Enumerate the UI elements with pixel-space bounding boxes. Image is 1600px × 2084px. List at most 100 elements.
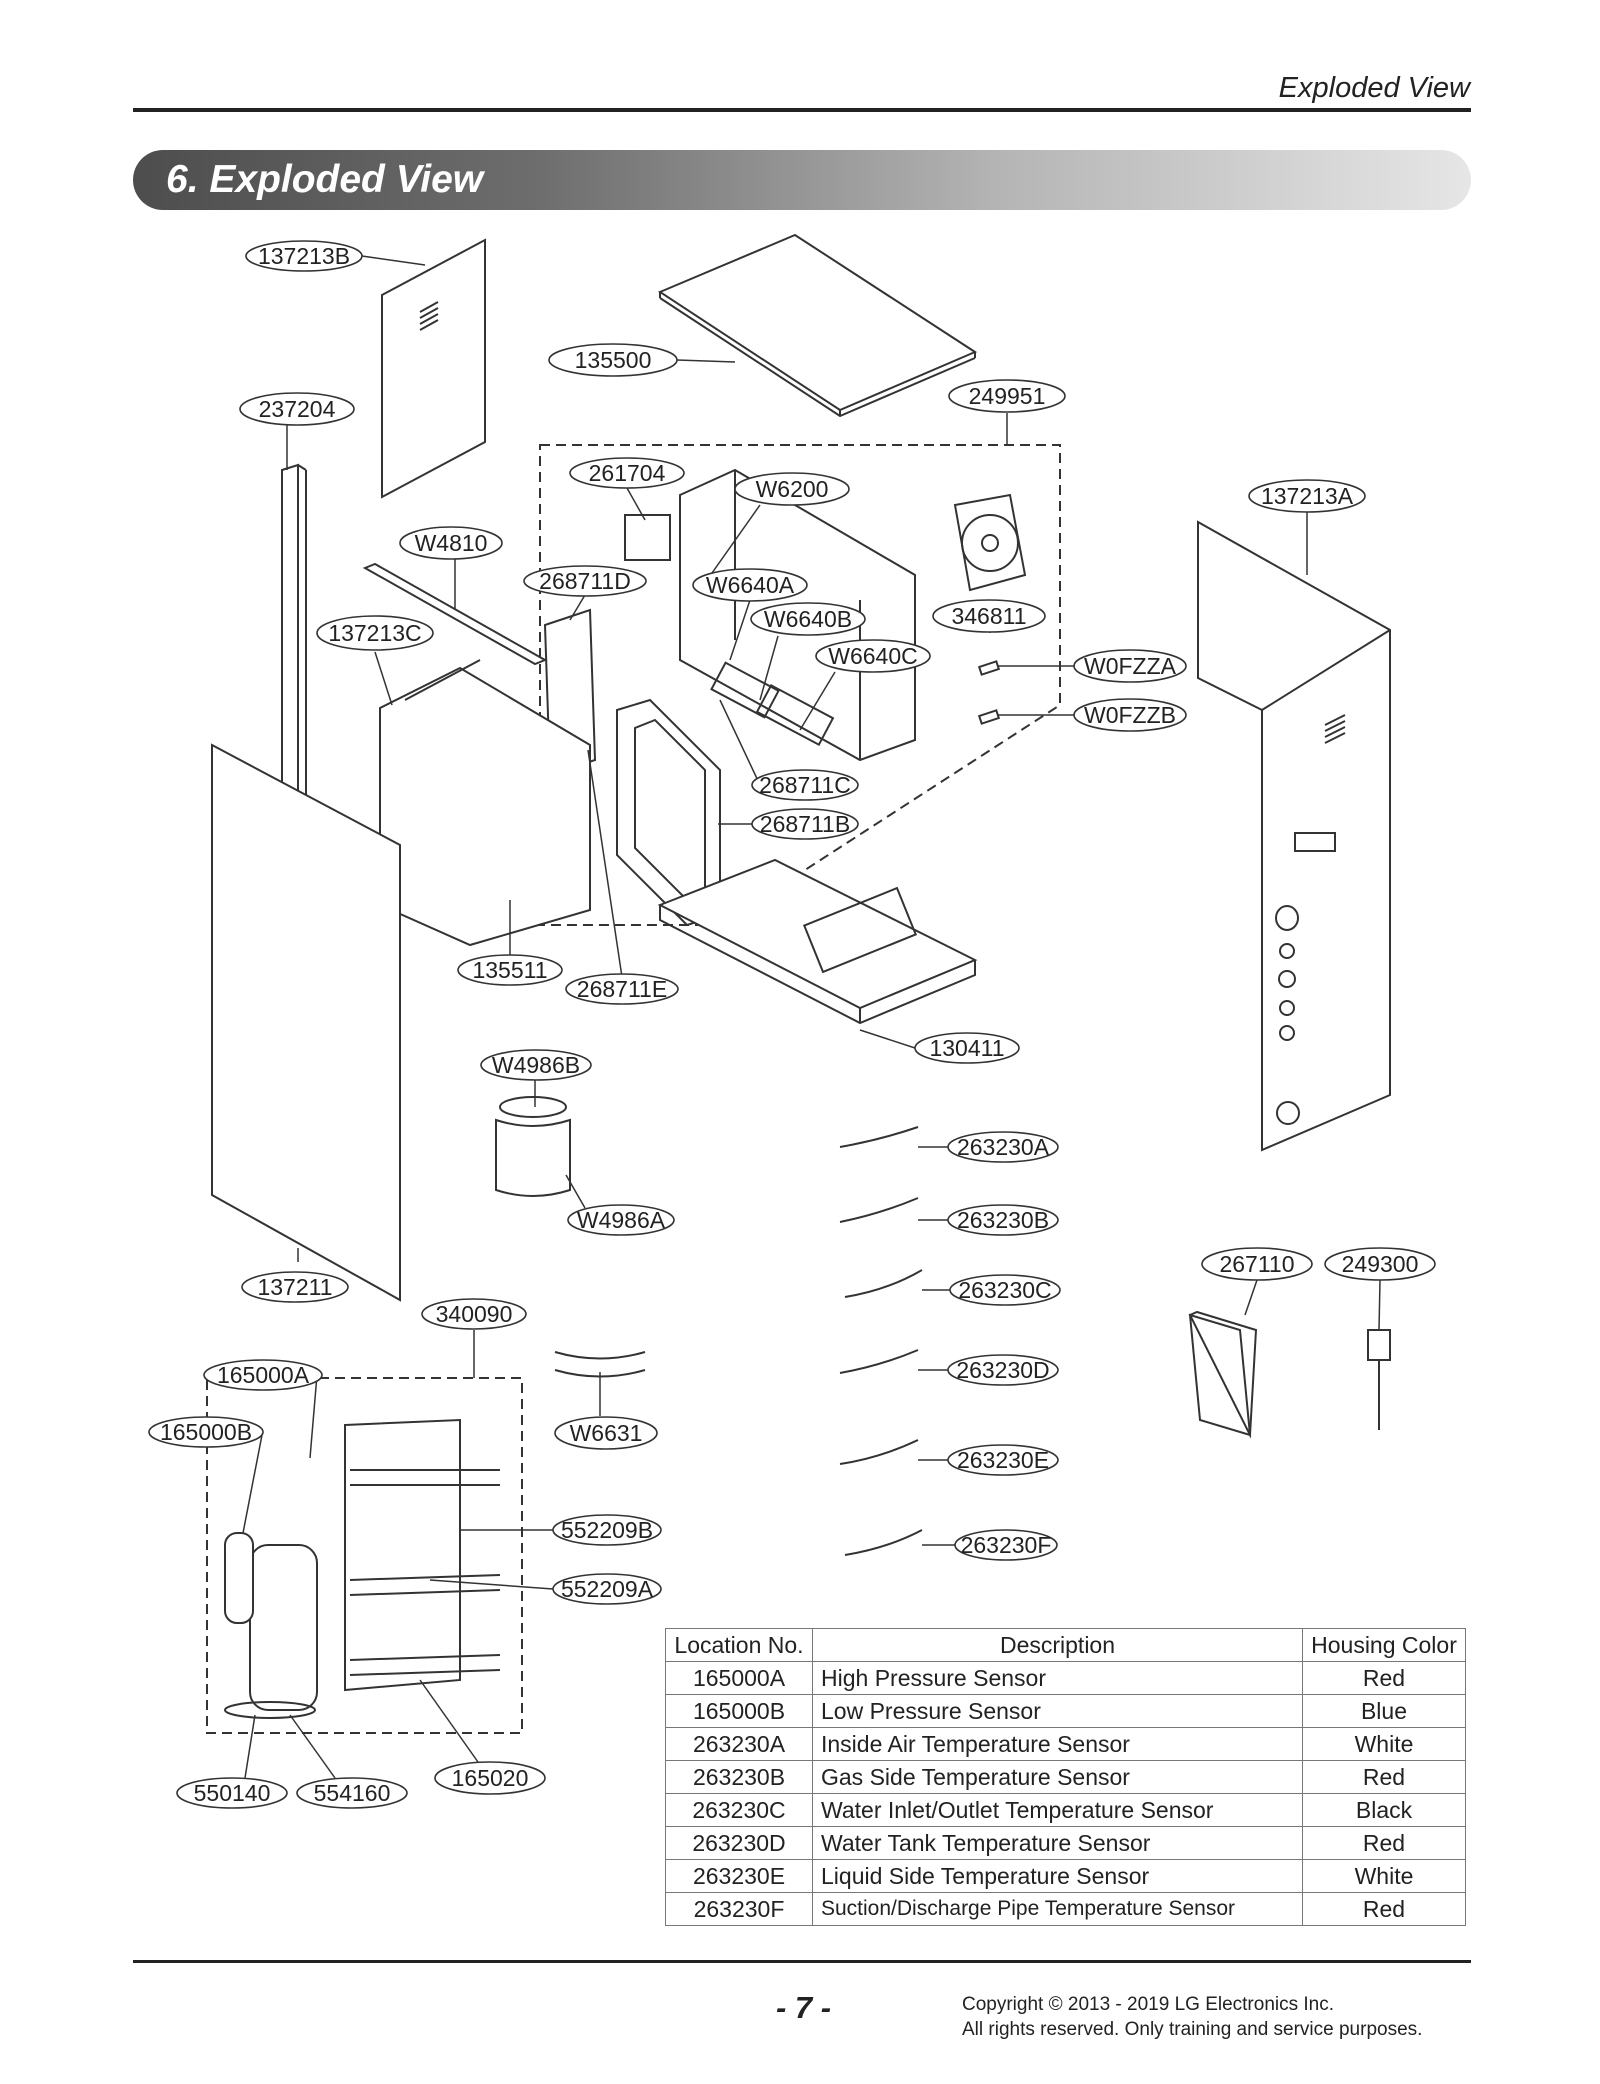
compressor-assembly xyxy=(224,1418,501,1719)
callout-135511: 135511 xyxy=(457,954,563,986)
location-cell: 263230A xyxy=(665,1727,813,1761)
color-cell: Red xyxy=(1302,1826,1466,1860)
location-cell: 263230E xyxy=(665,1859,813,1893)
top-cover-135500 xyxy=(657,233,978,412)
callout-263230B: 263230B xyxy=(947,1204,1059,1236)
callout-261704: 261704 xyxy=(569,457,685,489)
sensor-263230B xyxy=(839,1197,919,1223)
svg-text:137213C: 137213C xyxy=(328,620,421,646)
callout-263230E: 263230E xyxy=(947,1444,1059,1476)
description-cell: Inside Air Temperature Sensor xyxy=(812,1727,1303,1761)
svg-text:249951: 249951 xyxy=(969,383,1046,409)
copyright-notice: Copyright © 2013 - 2019 LG Electronics I… xyxy=(962,1992,1422,2042)
sensor-249300 xyxy=(1367,1329,1391,1430)
front-panel-137211 xyxy=(211,743,401,1302)
sensor-263230A xyxy=(839,1126,919,1148)
copyright-line-1: Copyright © 2013 - 2019 LG Electronics I… xyxy=(962,1994,1335,2015)
callout-137213A: 137213A xyxy=(1248,479,1366,513)
reactor-W4986 xyxy=(495,1096,571,1197)
sensor-housing-table: Location No. Description Housing Color 1… xyxy=(665,1628,1466,1926)
callout-W4986A: W4986A xyxy=(567,1204,675,1236)
svg-text:267110: 267110 xyxy=(1219,1251,1294,1277)
svg-text:W6640B: W6640B xyxy=(764,606,852,632)
transformer-261704 xyxy=(624,514,671,561)
svg-text:550140: 550140 xyxy=(194,1780,271,1806)
callout-165000A: 165000A xyxy=(203,1359,323,1391)
svg-text:249300: 249300 xyxy=(1342,1251,1419,1277)
sensor-263230D xyxy=(839,1349,919,1374)
callout-W6631: W6631 xyxy=(554,1416,658,1450)
sensor-263230E xyxy=(839,1439,919,1465)
bracket-W4810 xyxy=(362,562,548,666)
svg-text:263230E: 263230E xyxy=(957,1447,1049,1473)
svg-text:346811: 346811 xyxy=(951,603,1026,629)
section-title: 6. Exploded View xyxy=(166,158,484,201)
description-cell: Water Tank Temperature Sensor xyxy=(812,1826,1303,1860)
callout-552209A: 552209A xyxy=(552,1573,662,1605)
description-cell: Suction/Discharge Pipe Temperature Senso… xyxy=(812,1892,1303,1926)
callout-W6200: W6200 xyxy=(734,472,850,506)
sensor-263230C xyxy=(844,1269,923,1298)
callout-268711C: 268711C xyxy=(751,769,859,801)
svg-text:130411: 130411 xyxy=(929,1035,1004,1061)
callout-552209B: 552209B xyxy=(552,1514,662,1546)
callout-263230F: 263230F xyxy=(954,1529,1058,1561)
location-cell: 263230C xyxy=(665,1793,813,1827)
svg-text:165020: 165020 xyxy=(452,1765,529,1791)
svg-text:263230D: 263230D xyxy=(956,1357,1049,1383)
callout-346811: 346811 xyxy=(932,599,1046,633)
svg-text:261704: 261704 xyxy=(589,460,666,486)
svg-text:268711D: 268711D xyxy=(539,568,631,594)
callout-137213C: 137213C xyxy=(316,615,434,651)
callout-165000B: 165000B xyxy=(148,1416,264,1448)
page-number: - 7 - xyxy=(776,1990,832,2025)
svg-text:340090: 340090 xyxy=(436,1301,513,1327)
color-cell: Red xyxy=(1302,1760,1466,1794)
svg-text:W6631: W6631 xyxy=(570,1420,643,1446)
svg-text:268711C: 268711C xyxy=(759,772,851,798)
svg-text:263230C: 263230C xyxy=(958,1277,1051,1303)
callout-268711B: 268711B xyxy=(751,808,859,840)
location-cell: 165000B xyxy=(665,1694,813,1728)
svg-text:554160: 554160 xyxy=(314,1780,391,1806)
svg-text:137213A: 137213A xyxy=(1261,483,1354,509)
color-cell: Red xyxy=(1302,1892,1466,1926)
svg-text:W6640A: W6640A xyxy=(706,572,795,598)
color-cell: Black xyxy=(1302,1793,1466,1827)
svg-text:137213B: 137213B xyxy=(258,243,350,269)
callout-135500: 135500 xyxy=(548,343,678,377)
column-header-description: Description xyxy=(812,1628,1303,1662)
location-cell: 263230F xyxy=(665,1892,813,1926)
callout-554160: 554160 xyxy=(296,1777,408,1809)
callout-263230D: 263230D xyxy=(947,1354,1059,1386)
callout-W6640C: W6640C xyxy=(815,639,931,673)
footer-rule xyxy=(133,1960,1471,1963)
section-banner: 6. Exploded View xyxy=(133,150,1471,210)
svg-text:W6200: W6200 xyxy=(756,476,829,502)
color-cell: Red xyxy=(1302,1661,1466,1695)
callout-268711E: 268711E xyxy=(565,973,679,1005)
callout-263230C: 263230C xyxy=(949,1274,1061,1306)
location-cell: 263230D xyxy=(665,1826,813,1860)
svg-text:165000A: 165000A xyxy=(217,1362,310,1388)
callout-340090: 340090 xyxy=(421,1298,527,1330)
side-panel-137213B xyxy=(381,238,486,499)
table-header-row: Location No. Description Housing Color xyxy=(665,1628,1466,1662)
svg-text:237204: 237204 xyxy=(259,396,336,422)
callout-249951: 249951 xyxy=(948,379,1066,413)
svg-text:263230A: 263230A xyxy=(957,1134,1050,1160)
svg-text:W4986B: W4986B xyxy=(492,1052,580,1078)
description-cell: Gas Side Temperature Sensor xyxy=(812,1760,1303,1794)
column-header-housing-color: Housing Color xyxy=(1302,1628,1466,1662)
svg-text:135500: 135500 xyxy=(575,347,652,373)
location-cell: 165000A xyxy=(665,1661,813,1695)
svg-text:135511: 135511 xyxy=(472,957,547,983)
